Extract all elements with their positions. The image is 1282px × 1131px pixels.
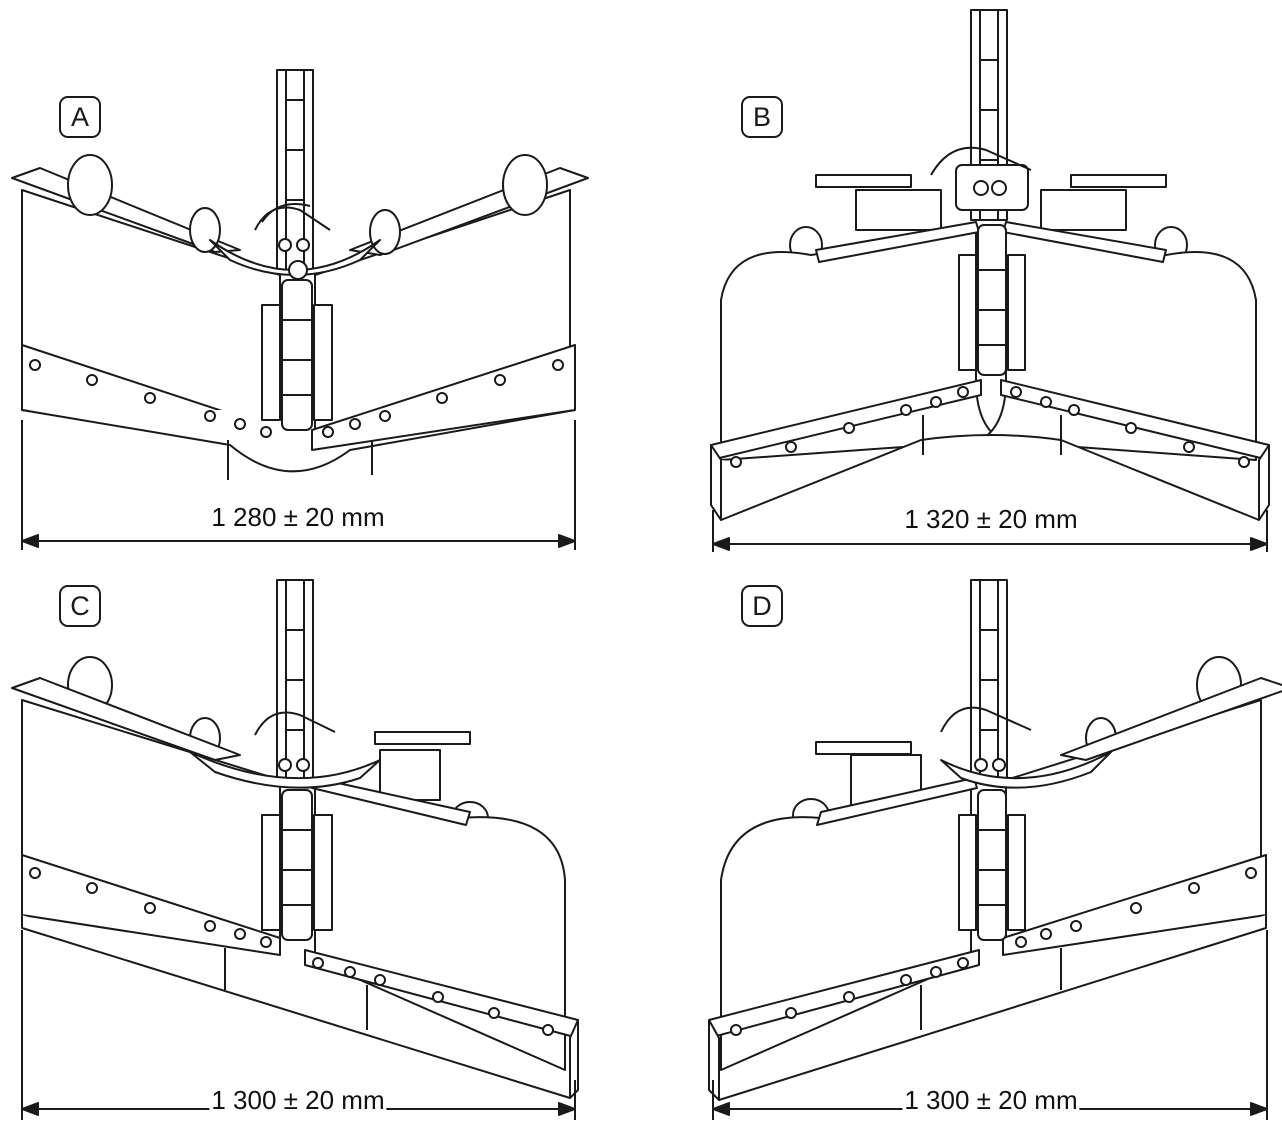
panel-label-a: A [59, 96, 101, 138]
dimension-label-c: 1 300 ± 20 mm [209, 1085, 387, 1116]
plow-drawing-b [710, 9, 1270, 552]
panel-label-c: C [59, 585, 101, 627]
plow-drawing-c [11, 579, 579, 1120]
plow-drawing-a [11, 69, 589, 550]
panel-d: D 1 300 ± 20 mm [641, 560, 1282, 1131]
dimension-label-a: 1 280 ± 20 mm [209, 502, 387, 533]
panel-label-b: B [741, 96, 783, 138]
dimension-label-b: 1 320 ± 20 mm [902, 504, 1080, 535]
plow-drawing-d [708, 579, 1282, 1120]
panel-c: C 1 300 ± 20 mm [0, 560, 641, 1131]
panel-b: B 1 320 ± 20 mm [641, 0, 1282, 560]
dimension-label-d: 1 300 ± 20 mm [902, 1085, 1080, 1116]
panel-label-d: D [741, 585, 783, 627]
panel-a: A 1 280 ± 20 mm [0, 0, 641, 560]
